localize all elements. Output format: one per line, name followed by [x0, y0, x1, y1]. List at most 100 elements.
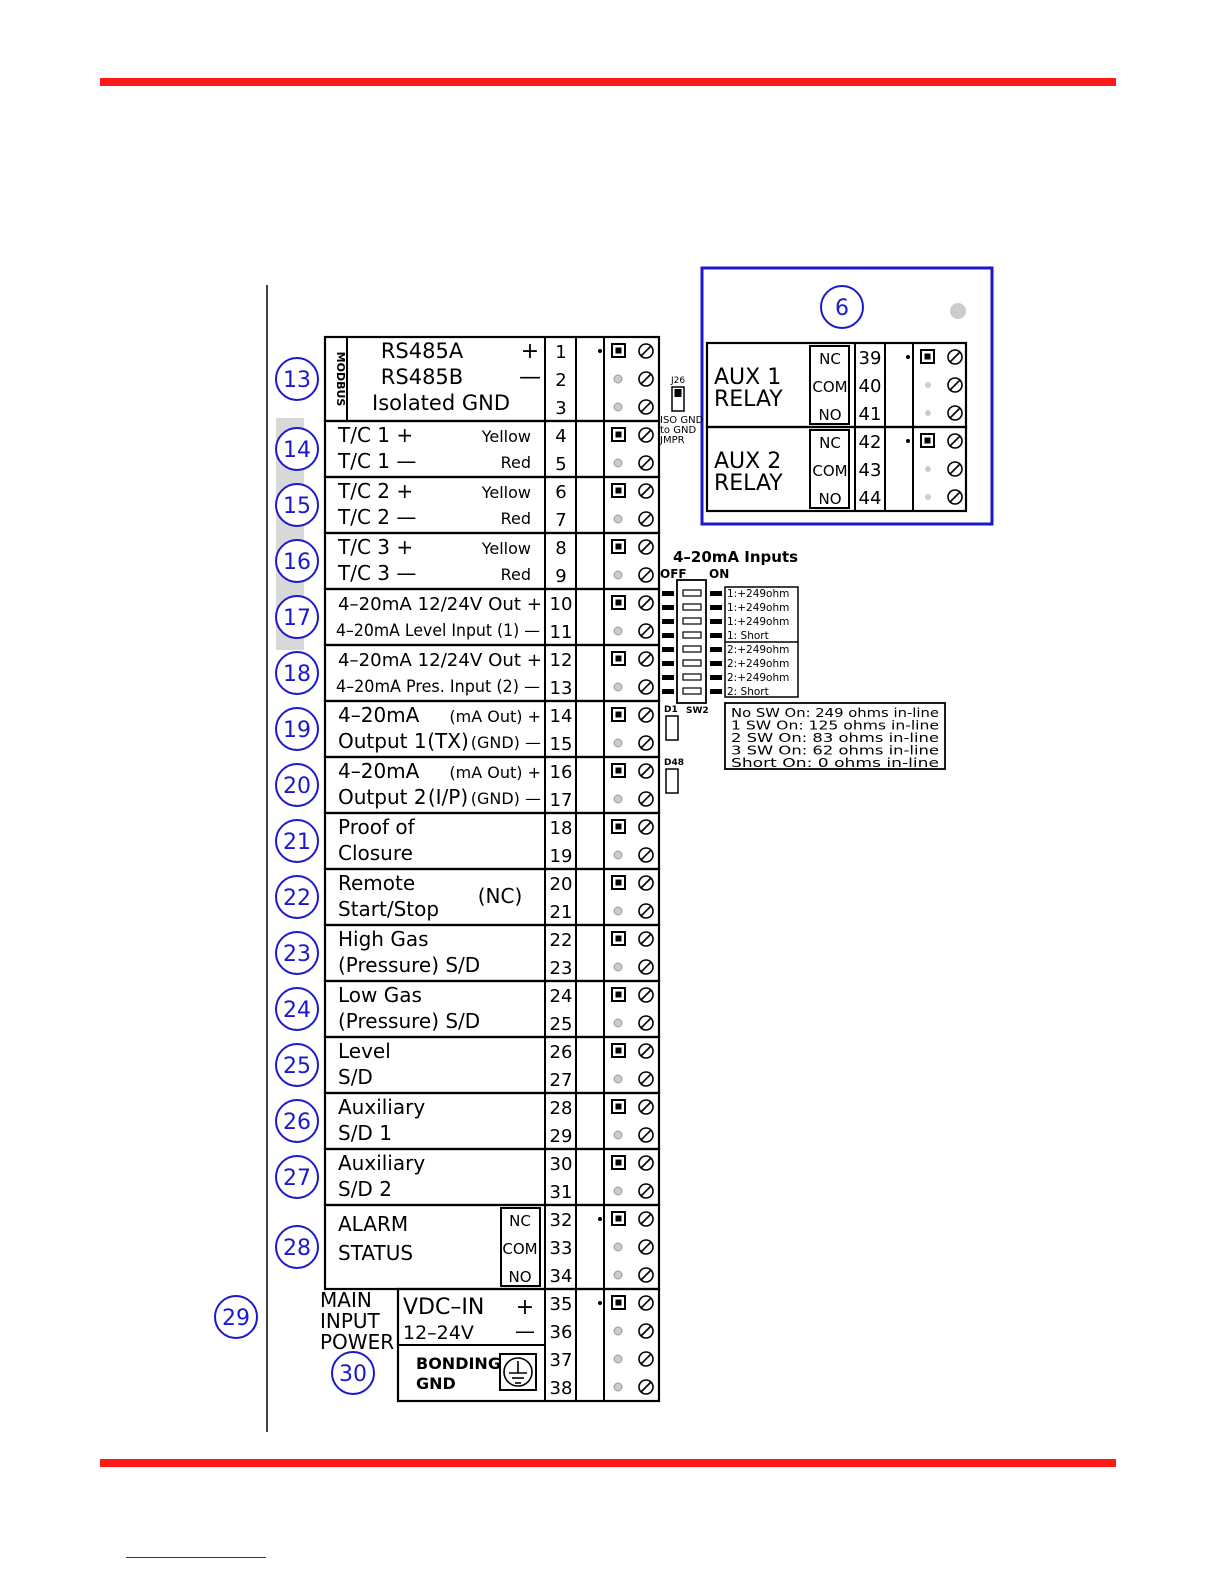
dip-on-tick [710, 689, 722, 694]
screw-slot-icon [640, 1241, 652, 1253]
terminal-screw-pair [613, 399, 654, 415]
ohm-table-line: 3 SW On: 62 ohms in-line [731, 743, 939, 758]
ground-icon-frame [499, 1353, 537, 1391]
screw-slot-icon [640, 1017, 652, 1029]
callout-badge: 23 [275, 931, 319, 975]
terminal-label: (GND) — [471, 733, 541, 752]
terminal-screw-pair [613, 1379, 654, 1395]
relay-contact-label: NO [818, 490, 841, 508]
terminal-label: STATUS [338, 1241, 413, 1265]
pin-center-icon [615, 711, 622, 718]
terminal-label: High Gas [338, 927, 429, 951]
terminal-label: + [521, 339, 539, 364]
callout-number: 28 [283, 1236, 311, 1261]
terminal-screw-pair [613, 903, 654, 919]
pin-dot-icon [613, 1130, 623, 1140]
pin-center-icon [615, 991, 622, 998]
dip-sw-ref: SW2 [686, 706, 709, 716]
terminal-label: RS485A [381, 339, 464, 363]
jumper-ref: J26 [670, 376, 685, 386]
dip-switch-slider [682, 687, 702, 695]
dip-switch-slider [682, 673, 702, 681]
terminal-number: 1 [555, 342, 566, 363]
terminal-number: 5 [555, 454, 566, 475]
callout-number: 29 [222, 1306, 250, 1331]
terminal-number: 32 [550, 1210, 573, 1231]
callout-number: 25 [283, 1054, 311, 1079]
terminal-number: 43 [859, 460, 882, 481]
callout-number: 22 [283, 886, 311, 911]
screw-slot-icon [640, 877, 652, 889]
terminal-screw-pair [613, 623, 654, 639]
terminal-screw-pair [613, 1071, 654, 1087]
terminal-label: Red [501, 509, 531, 528]
terminal-label: Yellow [481, 483, 531, 502]
terminal-screw-pair [613, 1015, 654, 1031]
terminal-number: 38 [550, 1378, 573, 1399]
callout-badge: 6 [820, 285, 864, 329]
main-input-power-label: POWER [320, 1330, 394, 1354]
pin-center-icon [924, 353, 931, 360]
jumper-label: JMPR [659, 435, 685, 446]
pin-dot-icon [613, 514, 623, 524]
pin-center-icon [615, 1159, 622, 1166]
dip-position-label: 1:+249ohm [727, 602, 789, 614]
terminal-label: S/D [338, 1065, 373, 1089]
relay-contact-box [500, 1207, 541, 1287]
callout-number: 15 [283, 494, 311, 519]
pin-dot-icon [613, 1186, 623, 1196]
screw-slot-icon [640, 1269, 652, 1281]
pin-center-icon [615, 543, 622, 550]
terminal-label: Auxiliary [338, 1151, 425, 1175]
vdc-range-label: 12–24V [403, 1322, 474, 1344]
terminal-screw-pair [611, 651, 654, 667]
callout-circle [214, 1295, 258, 1339]
callout-circle [275, 539, 319, 583]
screw-slot-icon [640, 793, 652, 805]
terminal-label: (Pressure) S/D [338, 1009, 480, 1033]
screw-slot-icon [640, 961, 652, 973]
pin-center-icon [615, 347, 622, 354]
callout-number: 24 [283, 998, 311, 1023]
pin-dot-icon [613, 906, 623, 916]
pin-dot-icon [613, 794, 623, 804]
dip-off-tick [662, 647, 674, 652]
terminal-number: 27 [550, 1070, 573, 1091]
dip-off-tick [662, 633, 674, 638]
pin-dot-icon [613, 1074, 623, 1084]
dip-switch-slider [682, 589, 702, 597]
screw-slot-icon [640, 373, 652, 385]
ohm-table-line: 1 SW On: 125 ohms in-line [731, 718, 939, 733]
terminal-screw-pair [613, 371, 654, 387]
pin-dot-icon [613, 738, 623, 748]
relay-contact-label: NC [819, 434, 841, 452]
main-input-power-label: MAIN [320, 1288, 372, 1312]
callout-badge: 28 [275, 1225, 319, 1269]
terminal-label: — [519, 365, 541, 390]
pin-dot-icon [613, 1018, 623, 1028]
footer-rule [100, 1459, 1116, 1467]
callout-badge: 15 [275, 483, 319, 527]
screw-slot-icon [640, 1297, 652, 1309]
terminal-screw-pair [611, 483, 654, 499]
pin-dot-icon [613, 458, 623, 468]
relay-contact-label: NO [818, 406, 841, 424]
terminal-label: (NC) [478, 884, 523, 908]
terminal-label: Remote [338, 871, 415, 895]
terminal-number: 26 [550, 1042, 573, 1063]
dip-position-label: 2:+249ohm [727, 658, 789, 670]
terminal-label: 4–20mA 12/24V Out + [338, 650, 542, 671]
terminal-number: 17 [550, 790, 573, 811]
screw-slot-icon [640, 457, 652, 469]
terminal-number: 21 [550, 902, 573, 923]
terminal-number: 2 [555, 370, 566, 391]
screw-slot-icon [640, 1213, 652, 1225]
dip-off-tick [662, 689, 674, 694]
terminal-label: T/C 2 + [337, 479, 413, 503]
callout-badge: 13 [275, 357, 319, 401]
pin-dot-icon [613, 402, 623, 412]
vdc-in-label: VDC–IN [403, 1295, 484, 1320]
callout-badge: 22 [275, 875, 319, 919]
